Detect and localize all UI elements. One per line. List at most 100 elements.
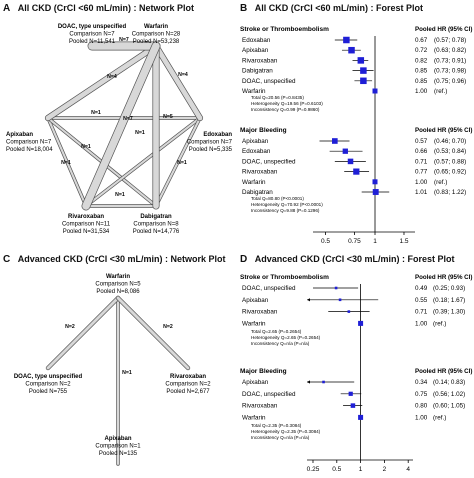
hr-point [348, 391, 353, 396]
pooled-hr-header: Pooled HR (95% CI) [415, 368, 472, 375]
node-rivaroxaban-pooled: Pooled N=31,534 [63, 229, 110, 235]
edge-dabigatran-edoxaban [154, 116, 202, 208]
row-label: Edoxaban [242, 37, 271, 44]
ci-value: (ref.) [434, 88, 447, 95]
ci-arrow-left [307, 380, 310, 384]
ci-value: (0.39; 1.30) [433, 309, 465, 316]
x-tick-label: 4 [406, 466, 410, 473]
ci-value: (ref.) [433, 414, 446, 421]
row-label: DOAC, unspecified [242, 391, 296, 398]
node-apixaban-name: Apixaban [6, 132, 33, 138]
hr-point [338, 298, 342, 302]
hr-point [360, 77, 367, 85]
ci-value: (ref.) [433, 320, 446, 327]
edge-label-warfarin-rivaroxaban: N=7 [123, 116, 133, 122]
row-label: Warfarin [242, 320, 266, 327]
node-rivaroxaban-name: Rivaroxaban [68, 214, 104, 220]
row-label: Edoxaban [242, 148, 271, 155]
hr-point [350, 403, 356, 408]
edge-label-rivaroxaban-edoxaban: N=1 [135, 130, 145, 136]
panel-a-letter: A [3, 3, 11, 14]
node-warfarin-comparison: Comparison N=28 [132, 31, 181, 37]
hr-value: 0.66 [415, 148, 428, 155]
pooled-hr-header: Pooled HR (95% CI) [415, 274, 472, 281]
row-label: Apixaban [242, 138, 269, 145]
hr-value: 1.01 [415, 189, 428, 196]
edge-label-rivaroxaban-dabigatran: N=1 [115, 192, 125, 198]
section-title: Major Bleeding [240, 127, 287, 134]
node-doac-pooled: Pooled N=11,541 [69, 39, 116, 45]
panel-c-letter: C [3, 254, 11, 265]
ci-value: (0.57; 0.78) [434, 37, 466, 44]
hr-point [347, 158, 354, 165]
hr-value: 0.71 [415, 158, 428, 165]
row-label: Apixaban [242, 47, 269, 54]
edge-label-warfarin-dabigatran: N=5 [163, 114, 173, 120]
node-warfarin-name: Warfarin [144, 24, 168, 30]
hr-value: 0.82 [415, 57, 428, 64]
ci-value: (0.14; 0.83) [433, 379, 465, 386]
row-label: DOAC, unspecified [242, 285, 296, 292]
edge-label-warfarin-doac: N=2 [65, 324, 75, 330]
edge-label-warfarin-apixaban: N=1 [122, 370, 132, 376]
edge-label-dabigatran-edoxaban: N=1 [177, 160, 187, 166]
forest-plot-advanced-ckd: Pooled HR (95% CI) Stroke or Thromboembol… [240, 274, 472, 473]
hr-value: 0.85 [415, 68, 428, 75]
pooled-hr-header: Pooled HR (95% CI) [415, 26, 472, 33]
row-label: Rivaroxaban [242, 169, 278, 176]
ci-value: (0.73; 0.91) [434, 57, 466, 64]
panel-a-title: All CKD (CrCl <60 mL/min) : Network Plot [17, 3, 195, 13]
section-title: Stroke or Thromboembolism [240, 26, 329, 33]
edge-warfarin-rivaroxaban [82, 42, 160, 210]
node-dabigatran-comparison: Comparison N=8 [133, 221, 179, 227]
node-warfarin-pooled: Pooled N=53,238 [133, 39, 180, 45]
section-title: Stroke or Thromboembolism [240, 274, 329, 281]
node-doac-name: DOAC, type unspecified [14, 374, 83, 380]
stat-line: Heterogeneity Q=2.35 (P=0.3084) [251, 429, 321, 434]
node-warfarin-comparison: Comparison N=5 [95, 281, 141, 287]
hr-point [343, 36, 350, 44]
hr-point [358, 320, 364, 326]
stat-line: Inconsistency Q=n/a (P=n/a) [251, 341, 310, 346]
edge-label-doac-warfarin: N=7 [119, 37, 129, 43]
hr-value: 0.75 [415, 391, 428, 398]
x-tick-label: 0.75 [348, 238, 361, 245]
ci-value: (0.63; 0.82) [434, 47, 466, 54]
node-edoxaban-pooled: Pooled N=5,335 [189, 147, 233, 153]
panel-b-letter: B [240, 3, 248, 14]
hr-value: 1.00 [415, 88, 428, 95]
hr-value: 0.85 [415, 78, 428, 85]
hr-value: 0.71 [415, 309, 428, 316]
edge-label-warfarin-edoxaban: N=4 [178, 72, 188, 78]
hr-value: 1.00 [415, 320, 428, 327]
node-apixaban-comparison: Comparison N=7 [6, 139, 52, 145]
row-label: Apixaban [242, 297, 269, 304]
x-tick-label: 1 [359, 466, 363, 473]
node-doac-pooled: Pooled N=755 [29, 389, 68, 395]
hr-value: 1.00 [415, 179, 428, 186]
stat-line: Total Q=80.80 (P<0.0001) [251, 196, 304, 201]
edge-label-warfarin-apixaban: N=4 [107, 74, 117, 80]
x-tick-label: 0.5 [332, 466, 341, 473]
stat-line: Inconsistency Q=9.88 (P=0.1296) [251, 208, 320, 213]
edge-label-apixaban-dabigatran: N=1 [81, 144, 91, 150]
pooled-hr-header: Pooled HR (95% CI) [415, 127, 472, 134]
hr-point [353, 168, 360, 175]
edge-warfarin-apixaban [45, 43, 159, 121]
ci-value: (ref.) [434, 179, 447, 186]
ci-value: (0.75; 0.96) [434, 78, 466, 85]
section-title: Major Bleeding [240, 368, 287, 375]
row-label: Rivaroxaban [242, 309, 278, 316]
edge-label-apixaban-rivaroxaban: N=1 [61, 160, 71, 166]
ci-value: (0.53; 0.84) [434, 148, 466, 155]
node-dabigatran-pooled: Pooled N=14,776 [133, 229, 180, 235]
hr-value: 0.57 [415, 138, 428, 145]
x-tick-label: 1.5 [399, 238, 408, 245]
hr-value: 0.34 [415, 379, 428, 386]
row-label: Rivaroxaban [242, 57, 278, 64]
row-label: Warfarin [242, 179, 266, 186]
hr-point [348, 46, 355, 54]
panel-a-header: A All CKD (CrCl <60 mL/min) : Network Pl… [3, 3, 194, 14]
node-rivaroxaban-pooled: Pooled N=2,677 [166, 389, 210, 395]
ci-value: (0.65; 0.92) [434, 169, 466, 176]
